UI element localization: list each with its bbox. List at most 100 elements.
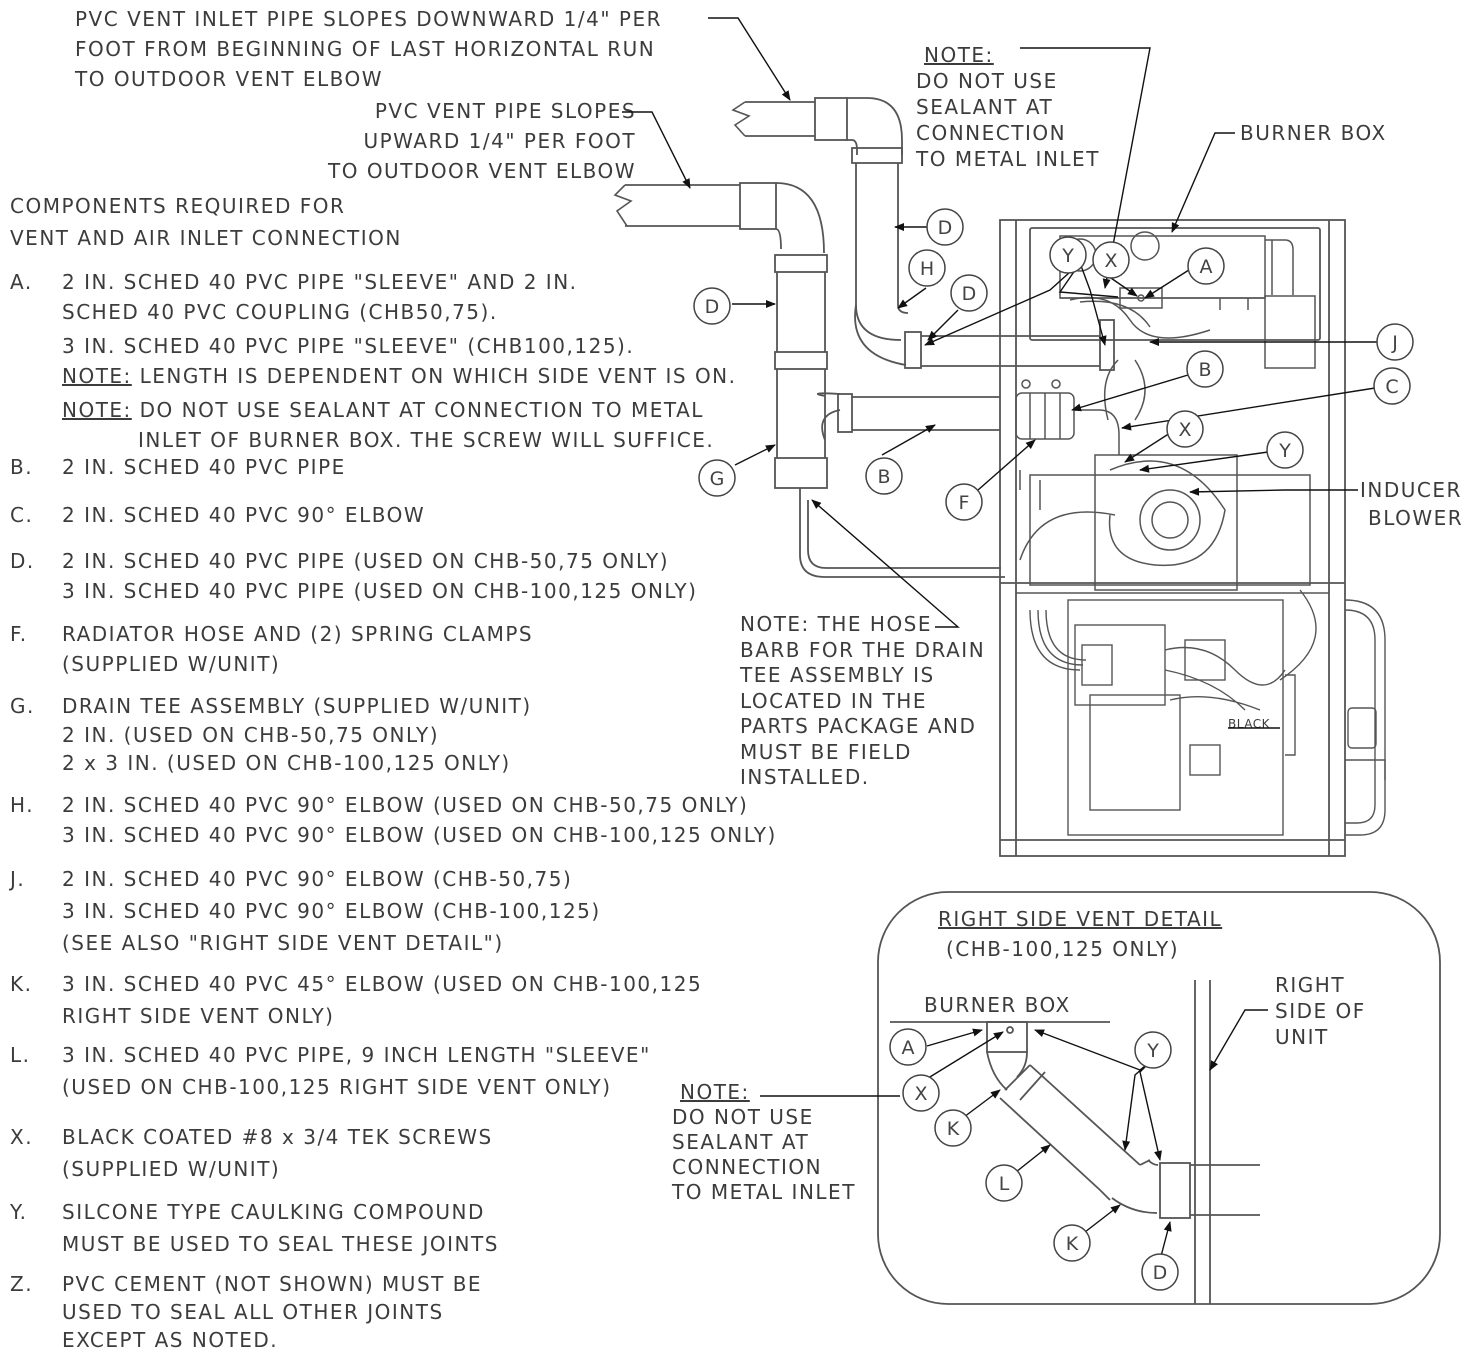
heading-line: COMPONENTS REQUIRED FOR	[10, 194, 346, 218]
item-key: X.	[10, 1125, 34, 1149]
item-line: 2 IN. SCHED 40 PVC PIPE	[62, 455, 346, 479]
components-heading: COMPONENTS REQUIRED FOR VENT AND AIR INL…	[10, 190, 402, 254]
item-line: 3 IN. SCHED 40 PVC PIPE, 9 INCH LENGTH "…	[62, 1043, 651, 1067]
callout-letter: K	[947, 1118, 960, 1140]
note-line: BARB FOR THE DRAIN	[740, 637, 986, 662]
callout-A-top	[1187, 247, 1225, 285]
callout-letter: X	[1178, 419, 1191, 441]
note-line: SIDE OF	[1275, 999, 1366, 1023]
item-key: A.	[10, 270, 33, 294]
note-line: TO METAL INLET	[916, 147, 1100, 171]
note-title: NOTE:	[680, 1080, 750, 1104]
item-line: SILCONE TYPE CAULKING COMPOUND	[62, 1200, 485, 1224]
note-title: NOTE:	[924, 43, 994, 67]
callout-letter: D	[962, 283, 977, 305]
component-C: C.2 IN. SCHED 40 PVC 90° ELBOW	[10, 500, 425, 530]
callout-letter: X	[914, 1083, 927, 1105]
callout-letter: A	[902, 1037, 915, 1059]
note-line: FOOT FROM BEGINNING OF LAST HORIZONTAL R…	[75, 37, 656, 61]
note-line: LOCATED IN THE	[740, 688, 927, 713]
item-line: (USED ON CHB-100,125 RIGHT SIDE VENT ONL…	[62, 1075, 612, 1099]
item-line: 2 IN. SCHED 40 PVC PIPE "SLEEVE" AND 2 I…	[62, 270, 578, 294]
item-key: F.	[10, 622, 28, 646]
item-note-line: NOTE: DO NOT USE SEALANT AT CONNECTION T…	[10, 395, 737, 425]
item-note-line: NOTE: LENGTH IS DEPENDENT ON WHICH SIDE …	[10, 361, 737, 391]
component-H: H.2 IN. SCHED 40 PVC 90° ELBOW (USED ON …	[10, 790, 777, 850]
item-line: BLACK COATED #8 x 3/4 TEK SCREWS	[62, 1125, 493, 1149]
callout-Y-top	[1049, 236, 1087, 274]
item-line: 3 IN. SCHED 40 PVC 90° ELBOW (USED ON CH…	[62, 823, 777, 847]
item-line: INLET OF BURNER BOX. THE SCREW WILL SUFF…	[138, 428, 715, 452]
note-line: SEALANT AT	[672, 1130, 810, 1154]
item-line: 2 IN. SCHED 40 PVC 90° ELBOW (USED ON CH…	[62, 793, 749, 817]
item-line: RIGHT SIDE VENT ONLY)	[62, 1004, 335, 1028]
callout-letter: J	[1391, 332, 1398, 354]
item-line: 2 IN. (USED ON CHB-50,75 ONLY)	[62, 723, 440, 747]
callout-letter: X	[1104, 250, 1117, 272]
callout-letter: F	[959, 492, 970, 514]
callout-C	[1373, 367, 1411, 405]
item-line: USED TO SEAL ALL OTHER JOINTS	[62, 1300, 444, 1324]
control-board-area	[1016, 589, 1386, 836]
note-text: LENGTH IS DEPENDENT ON WHICH SIDE VENT I…	[139, 364, 737, 388]
component-B: B.2 IN. SCHED 40 PVC PIPE	[10, 452, 346, 482]
note-line: NOTE: THE HOSE	[740, 612, 933, 636]
item-line: (SUPPLIED W/UNIT)	[62, 652, 281, 676]
component-Y: Y.SILCONE TYPE CAULKING COMPOUND MUST BE…	[10, 1197, 499, 1259]
detail-right-side: RIGHT SIDE OF UNIT	[1275, 972, 1366, 1050]
item-key: K.	[10, 972, 33, 996]
component-L: L.3 IN. SCHED 40 PVC PIPE, 9 INCH LENGTH…	[10, 1040, 651, 1102]
item-line: EXCEPT AS NOTED.	[62, 1328, 279, 1352]
item-key: Z.	[10, 1272, 34, 1296]
item-line: DRAIN TEE ASSEMBLY (SUPPLIED W/UNIT)	[62, 694, 532, 718]
callout-B	[865, 457, 903, 495]
no-sealant-note-top: NOTE: DO NOT USE SEALANT AT CONNECTION T…	[916, 42, 1100, 172]
item-line: PVC CEMENT (NOT SHOWN) MUST BE	[62, 1272, 483, 1296]
callout-A-detail	[889, 1028, 927, 1066]
note-line: PVC VENT INLET PIPE SLOPES DOWNWARD 1/4"…	[75, 7, 662, 31]
note-line: TO OUTDOOR VENT ELBOW	[328, 159, 637, 183]
callout-K-detail-top	[934, 1109, 972, 1147]
component-J: J.2 IN. SCHED 40 PVC 90° ELBOW (CHB-50,7…	[10, 864, 601, 958]
item-line: 2 x 3 IN. (USED ON CHB-100,125 ONLY)	[62, 751, 511, 775]
callout-H	[908, 249, 946, 287]
burner-box	[1059, 231, 1316, 369]
inducer-area	[1015, 359, 1311, 591]
item-line: SCHED 40 PVC COUPLING (CHB50,75).	[62, 300, 498, 324]
note-line: INSTALLED.	[740, 765, 870, 789]
component-A: A. 2 IN. SCHED 40 PVC PIPE "SLEEVE" AND 2…	[10, 267, 737, 455]
note-line: TEE ASSEMBLY IS	[740, 663, 935, 687]
callout-D-vent-top	[926, 208, 964, 246]
note-line: MUST BE FIELD	[740, 739, 912, 764]
callout-D-inlet	[693, 287, 731, 325]
item-key: J.	[10, 867, 26, 891]
callout-letter: B	[1198, 359, 1211, 381]
callout-letter: Y	[1146, 1040, 1159, 1062]
inlet-slope-note: PVC VENT INLET PIPE SLOPES DOWNWARD 1/4"…	[75, 4, 662, 94]
note-line: DO NOT USE	[672, 1105, 814, 1129]
inducer-blower-label: INDUCER BLOWER	[1360, 476, 1463, 532]
callout-letter: C	[1385, 376, 1398, 398]
note-line: UNIT	[1275, 1025, 1329, 1049]
item-line: 3 IN. SCHED 40 PVC 90° ELBOW (CHB-100,12…	[62, 899, 601, 923]
vent-slope-note: PVC VENT PIPE SLOPES UPWARD 1/4" PER FOO…	[328, 96, 636, 186]
note-line: DO NOT USE	[916, 69, 1058, 93]
callout-letter: K	[1066, 1233, 1079, 1255]
callout-letter: D	[705, 296, 720, 318]
callout-Y-detail	[1134, 1031, 1172, 1069]
heading-line: VENT AND AIR INLET CONNECTION	[10, 226, 402, 250]
detail-burner-box: BURNER BOX	[924, 993, 1071, 1017]
component-G: G.DRAIN TEE ASSEMBLY (SUPPLIED W/UNIT) 2…	[10, 691, 532, 777]
note-line: BLOWER	[1368, 506, 1464, 530]
item-line: (SUPPLIED W/UNIT)	[62, 1157, 281, 1181]
callout-letter: G	[710, 468, 725, 490]
component-X: X. BLACK COATED #8 x 3/4 TEK SCREWS (SUPP…	[10, 1122, 493, 1184]
callout-K-detail-bottom	[1053, 1224, 1091, 1262]
note-line: UPWARD 1/4" PER FOOT	[363, 129, 637, 153]
callout-G	[698, 459, 736, 497]
callout-X-top	[1092, 241, 1130, 279]
note-line: CONNECTION	[672, 1155, 823, 1179]
callout-F	[945, 483, 983, 521]
callout-letter: Y	[1278, 440, 1291, 462]
